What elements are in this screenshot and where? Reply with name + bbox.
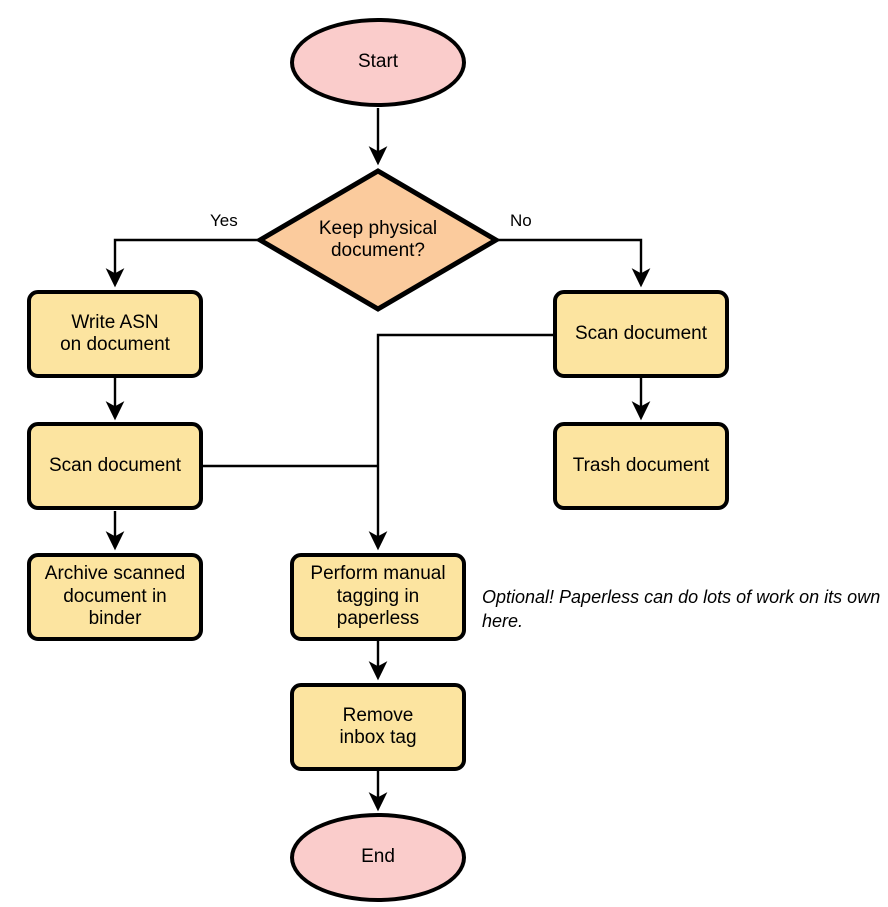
node-perform-manual-tagging-label: Perform manual tagging in paperless bbox=[310, 563, 446, 630]
node-end-label: End bbox=[361, 846, 395, 868]
edge-label-yes: Yes bbox=[210, 211, 238, 230]
edge-no-to-scan-right bbox=[498, 238, 651, 288]
node-start[interactable]: Start bbox=[290, 18, 466, 107]
node-keep-physical-document-label: Keep physical document? bbox=[318, 217, 438, 261]
node-archive-scanned-document[interactable]: Archive scanned document in binder bbox=[27, 553, 203, 641]
node-end[interactable]: End bbox=[290, 813, 466, 902]
edge-yes-to-write-asn bbox=[105, 238, 258, 288]
diamond-shape bbox=[256, 168, 500, 312]
node-scan-document-right[interactable]: Scan document bbox=[553, 290, 729, 378]
node-perform-manual-tagging[interactable]: Perform manual tagging in paperless bbox=[290, 553, 466, 641]
node-trash-document[interactable]: Trash document bbox=[553, 422, 729, 510]
node-remove-inbox-tag[interactable]: Remove inbox tag bbox=[290, 683, 466, 771]
node-trash-document-label: Trash document bbox=[572, 454, 710, 476]
note-optional-paperless: Optional! Paperless can do lots of work … bbox=[482, 587, 881, 631]
node-scan-document-left-label: Scan document bbox=[48, 454, 182, 476]
node-archive-scanned-document-label: Archive scanned document in binder bbox=[44, 563, 186, 630]
node-write-asn-on-document[interactable]: Write ASN on document bbox=[27, 290, 203, 378]
edge-label-no: No bbox=[510, 211, 532, 230]
node-remove-inbox-tag-label: Remove inbox tag bbox=[339, 704, 417, 748]
node-scan-document-left[interactable]: Scan document bbox=[27, 422, 203, 510]
node-scan-document-right-label: Scan document bbox=[574, 322, 708, 344]
node-keep-physical-document[interactable]: Keep physical document? bbox=[256, 167, 500, 313]
node-start-label: Start bbox=[357, 51, 399, 73]
edge-scan-right-to-manual-tagging bbox=[368, 333, 553, 551]
node-write-asn-on-document-label: Write ASN on document bbox=[60, 311, 170, 355]
